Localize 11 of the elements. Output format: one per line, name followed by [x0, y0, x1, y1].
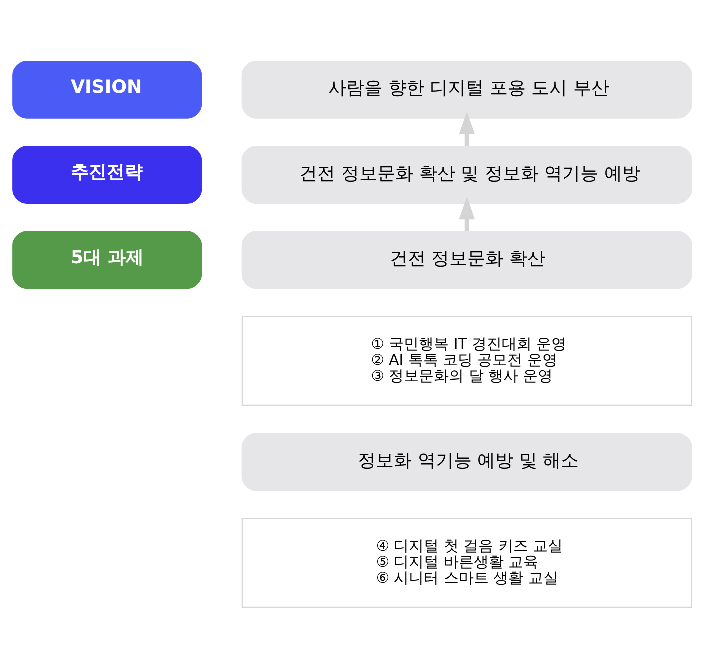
- node-box: VISION: [12, 60, 202, 118]
- node-box: 5대 과제: [12, 230, 202, 289]
- arrow: [459, 196, 476, 231]
- node-box: 정보화 역기능 예방 및 해소: [242, 432, 692, 491]
- node-box: 사람을 향한 디지털 포용 도시 부산: [242, 60, 692, 118]
- node-box: 건전 정보문화 확산 및 정보화 역기능 예방: [242, 146, 692, 204]
- arrow: [459, 111, 476, 146]
- node-box: ① 국민행복 IT 경진대회 운영 ② AI 톡톡 코딩 공모전 운영 ③ 정보문화의 달 행사 운영: [242, 316, 692, 406]
- node-box: 추진전략: [12, 146, 202, 204]
- node-box: ④ 디지털 첫 걸음 키즈 교실 ⑤ 디지털 바른생활 교육 ⑥ 시니터 스마트 생활 교실: [242, 518, 692, 608]
- node-box: 건전 정보문화 확산: [242, 230, 692, 289]
